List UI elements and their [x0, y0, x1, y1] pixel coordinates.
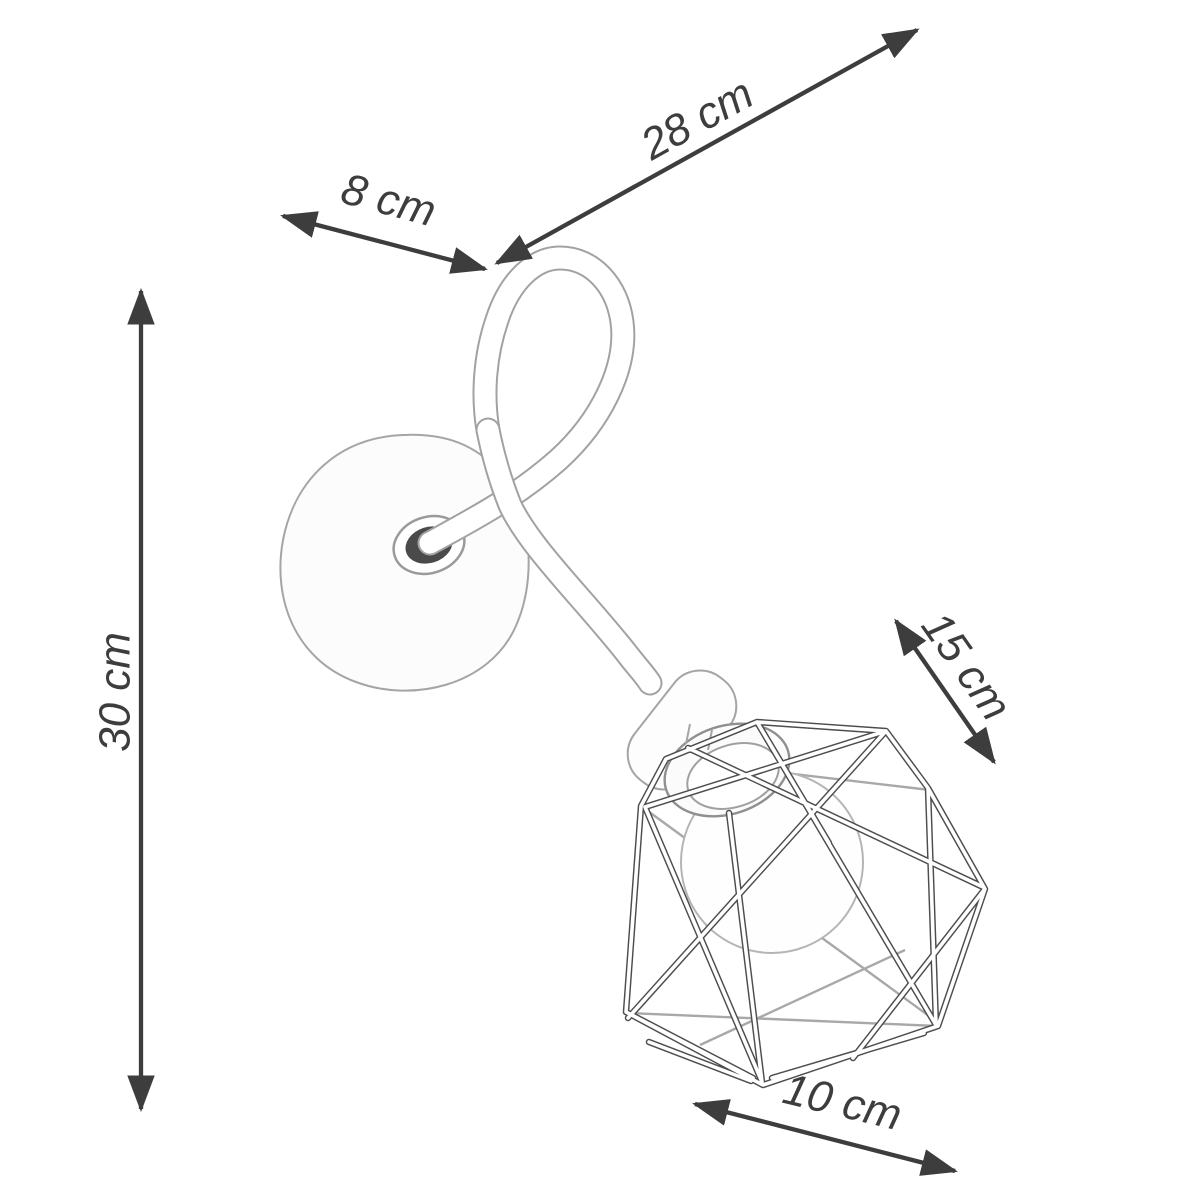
- dimension-base-depth: 8 cm: [280, 164, 488, 274]
- arm-reach-arrow: [494, 28, 920, 265]
- arm-reach-label: 28 cm: [632, 69, 761, 170]
- height-label: 30 cm: [90, 632, 139, 752]
- base-depth-arrow: [280, 211, 488, 274]
- dimension-shade-diagonal: 15 cm: [894, 603, 1021, 765]
- arm-segment-b-core: [477, 419, 661, 694]
- wire-cage-shade: [622, 718, 989, 1089]
- dimension-shade-width: 10 cm: [692, 1064, 958, 1176]
- arm-segment-a-core: [419, 247, 634, 554]
- base-depth-label: 8 cm: [336, 164, 441, 236]
- flexible-arm-loop: [417, 245, 663, 696]
- shade-width-arrow: [692, 1099, 958, 1176]
- dimension-total-height: 30 cm: [90, 287, 155, 1113]
- dimension-arm-reach: 28 cm: [494, 28, 920, 265]
- shade-diagonal-arrow: [894, 618, 996, 765]
- cage-wires-core: [624, 720, 987, 1087]
